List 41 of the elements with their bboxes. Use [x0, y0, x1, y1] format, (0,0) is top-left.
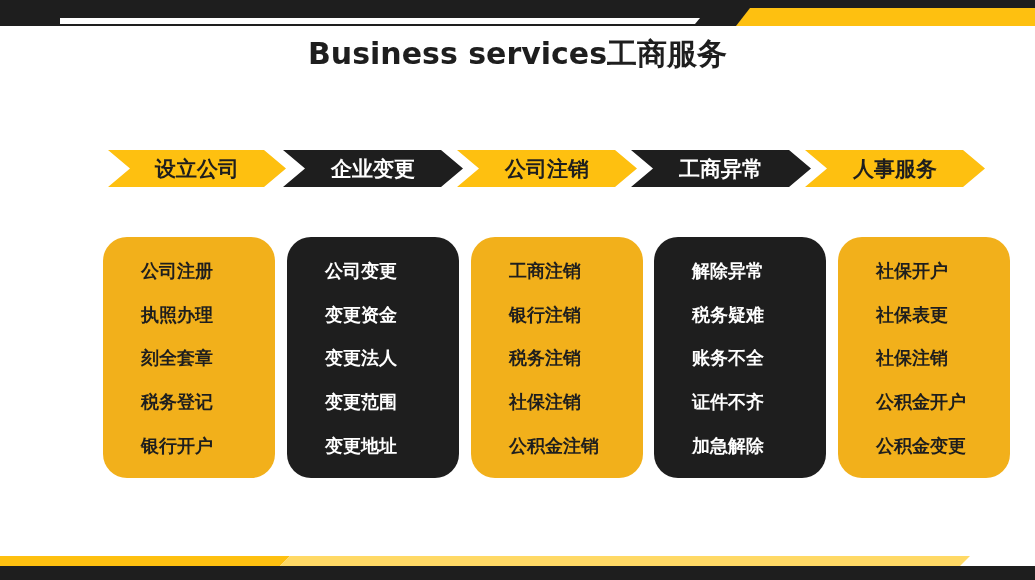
service-item: 社保注销: [509, 390, 581, 415]
service-item: 变更地址: [325, 434, 397, 459]
service-item: 加急解除: [692, 434, 764, 459]
service-item: 公司变更: [325, 258, 397, 283]
chevron-banner: [457, 150, 637, 187]
service-item: 社保开户: [876, 258, 948, 283]
chevron-banner: [283, 150, 463, 187]
chevron-banner: [631, 150, 811, 187]
step-label: 设立公司: [153, 155, 240, 183]
service-item: 证件不齐: [692, 390, 764, 415]
service-item: 变更范围: [325, 390, 397, 415]
service-item: 账务不全: [692, 346, 764, 371]
step-label: 公司注销: [504, 155, 590, 183]
service-item: 执照办理: [141, 302, 213, 327]
service-item: 税务登记: [141, 390, 213, 415]
service-item: 银行开户: [141, 434, 213, 459]
service-card: [471, 237, 643, 478]
service-item: 变更法人: [325, 346, 397, 371]
service-item: 解除异常: [692, 258, 764, 283]
service-item: 社保注销: [876, 346, 948, 371]
title: Business services工商服务: [306, 35, 729, 73]
service-item: 公积金变更: [876, 434, 966, 459]
service-card: [838, 237, 1010, 478]
service-item: 银行注销: [509, 302, 581, 327]
service-item: 工商注销: [509, 258, 581, 283]
service-item: 刻全套章: [141, 346, 213, 371]
chevron-banner: [108, 150, 286, 187]
service-card: [287, 237, 459, 478]
step-label: 企业变更: [330, 155, 416, 183]
service-card: [654, 237, 826, 478]
service-item: 变更资金: [325, 302, 397, 327]
service-item: 公司注册: [141, 258, 213, 283]
service-item: 公积金注销: [509, 434, 599, 459]
service-item: 公积金开户: [876, 390, 966, 415]
service-item: 税务注销: [509, 346, 581, 371]
chevron-banner: [805, 150, 985, 187]
service-item: 社保表更: [876, 302, 948, 327]
service-card: [103, 237, 275, 478]
service-item: 税务疑难: [692, 302, 764, 327]
step-label: 工商异常: [678, 155, 764, 183]
step-label: 人事服务: [852, 155, 938, 183]
